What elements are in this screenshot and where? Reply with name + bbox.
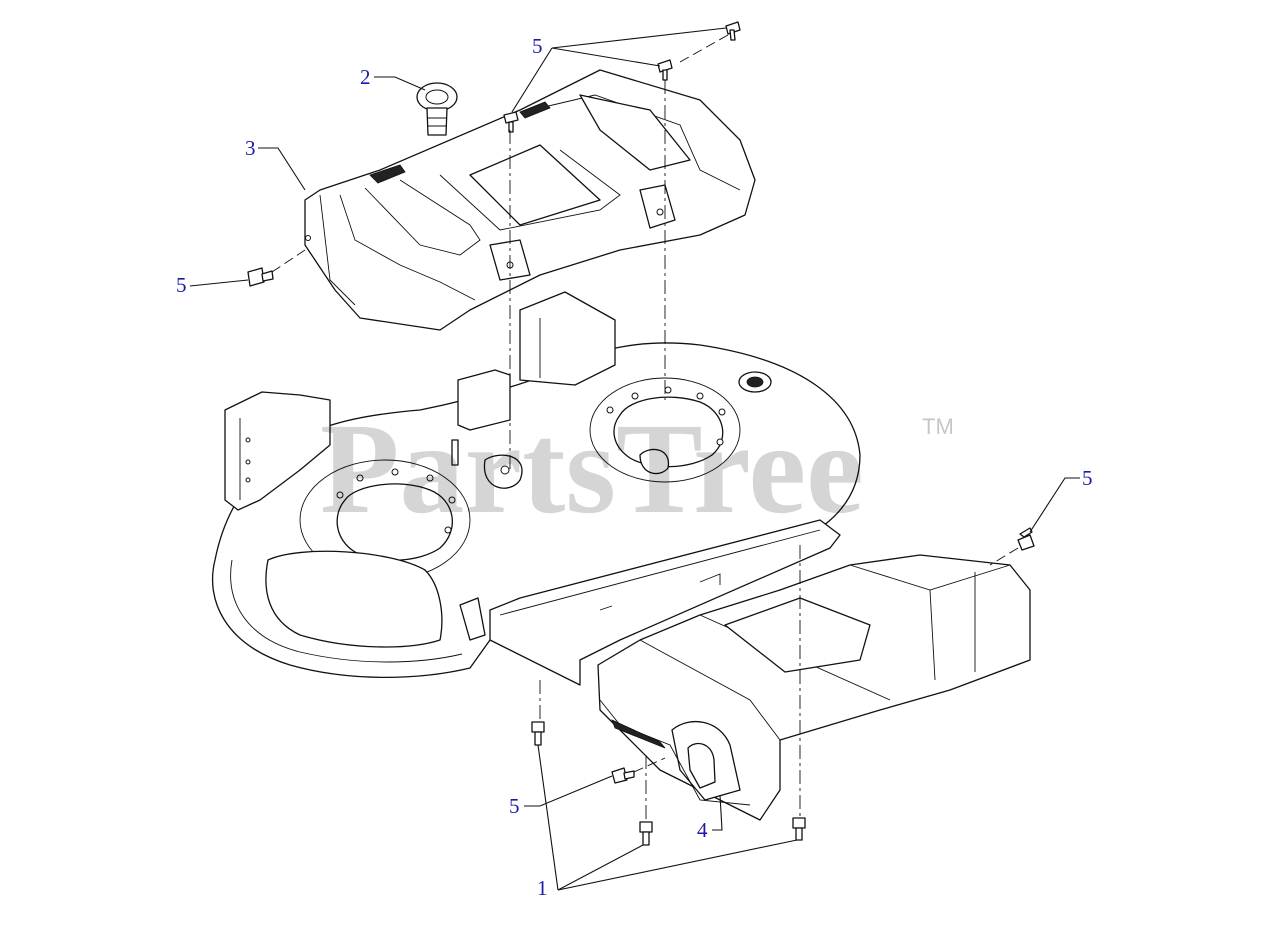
callout-leaders <box>189 27 1080 891</box>
bolt-b <box>639 821 653 846</box>
callout-5-bottom: 5 <box>509 794 520 818</box>
deck-cover-right <box>597 554 1031 821</box>
callout-5-right: 5 <box>1082 466 1093 490</box>
assembly-lines <box>271 34 1019 822</box>
bolt-a <box>531 721 545 746</box>
screw-left <box>247 267 274 287</box>
callout-1: 1 <box>537 876 548 900</box>
screw-right <box>1017 527 1035 551</box>
deck-holes <box>336 386 726 534</box>
knob <box>416 82 458 136</box>
watermark-text: PartsTree <box>320 397 864 541</box>
deck-cover-left <box>304 69 756 331</box>
mower-deck <box>211 291 861 686</box>
screw-cover <box>503 111 519 133</box>
screw-bottom <box>611 767 635 784</box>
callout-4: 4 <box>697 818 708 842</box>
callout-5-left: 5 <box>176 273 187 297</box>
screw-top-center <box>657 59 673 81</box>
screw-top-right <box>725 21 741 41</box>
callout-5-top: 5 <box>532 34 543 58</box>
fasteners <box>247 21 1035 846</box>
watermark-tm: TM <box>922 414 954 439</box>
bolt-c <box>792 817 806 841</box>
callout-3: 3 <box>245 136 256 160</box>
callout-2: 2 <box>360 65 371 89</box>
